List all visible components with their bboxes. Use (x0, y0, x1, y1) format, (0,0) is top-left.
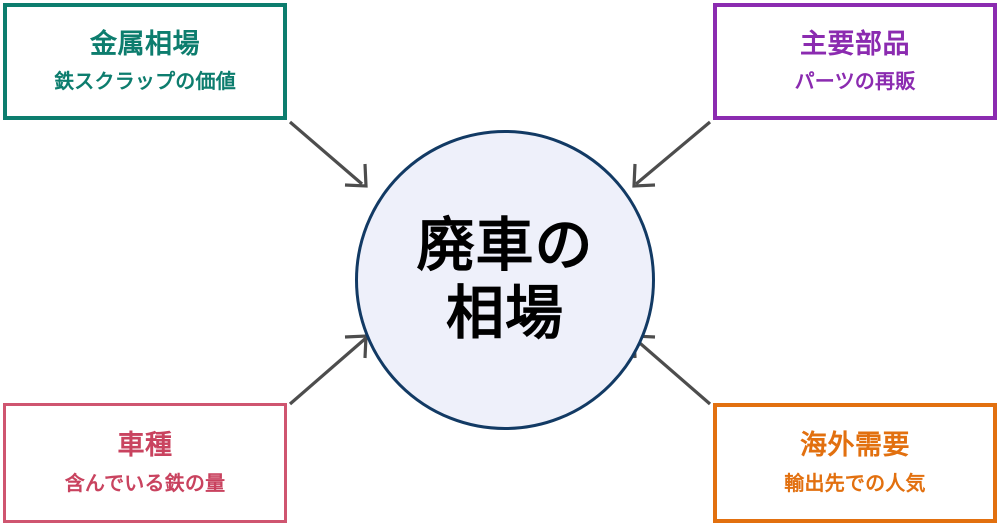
arrow-parts-to-center (632, 120, 712, 188)
factor-box-vehicle-type: 車種 含んでいる鉄の量 (3, 403, 287, 523)
center-node-label: 廃車の 相場 (416, 212, 593, 349)
factor-title-metal-price: 金属相場 (90, 28, 200, 59)
factor-title-overseas-demand: 海外需要 (800, 430, 910, 461)
center-node-label-line2: 相場 (445, 281, 564, 346)
factor-subtitle-overseas-demand: 輸出先での人気 (784, 472, 926, 495)
factor-box-overseas-demand: 海外需要 輸出先での人気 (713, 403, 997, 523)
arrow-demand-to-center (632, 334, 712, 406)
factor-title-vehicle-type: 車種 (117, 430, 173, 461)
factor-box-metal-price: 金属相場 鉄スクラップの価値 (3, 3, 287, 120)
factor-subtitle-main-parts: パーツの再販 (794, 71, 916, 94)
arrow-vehicle-to-center (288, 334, 368, 406)
factor-subtitle-vehicle-type: 含んでいる鉄の量 (64, 472, 226, 495)
factor-subtitle-metal-price: 鉄スクラップの価値 (54, 71, 236, 94)
arrow-metal-to-center (288, 120, 368, 188)
factor-title-main-parts: 主要部品 (800, 28, 910, 59)
center-node-label-line1: 廃車の (416, 212, 594, 278)
center-node-price: 廃車の 相場 (355, 130, 655, 430)
factor-box-main-parts: 主要部品 パーツの再販 (713, 3, 997, 120)
